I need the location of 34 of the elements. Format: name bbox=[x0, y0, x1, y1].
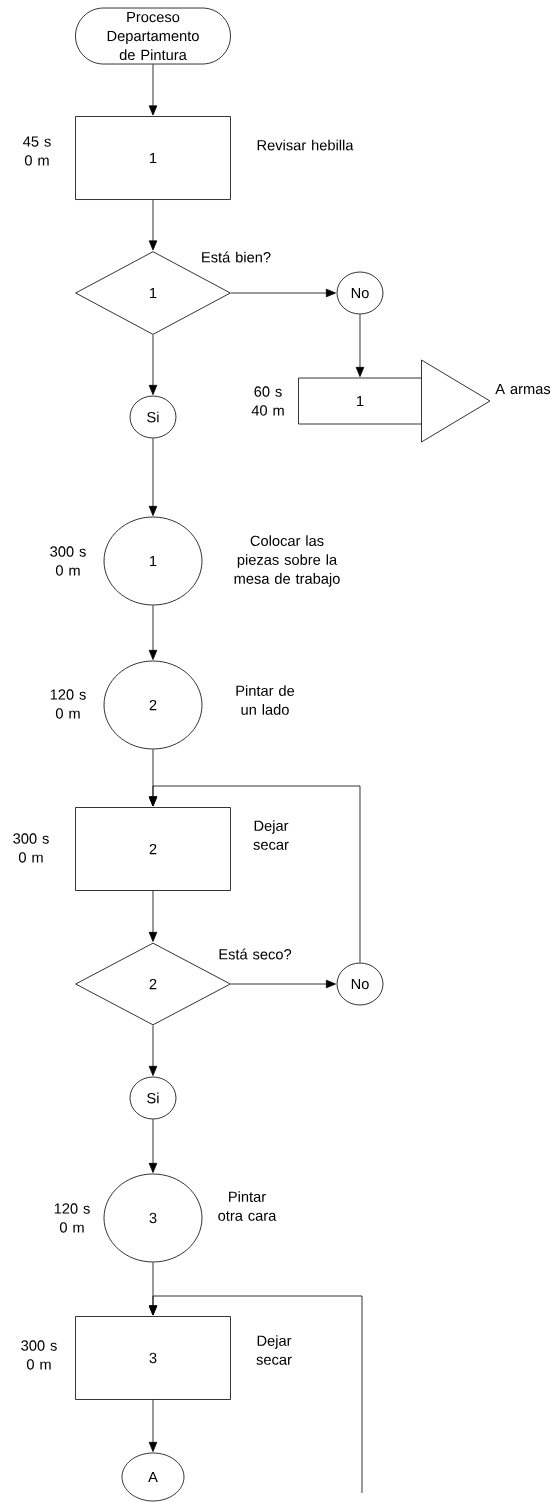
inspection-box: 2 bbox=[75, 807, 231, 891]
time-distance-label: 60 s 40 m bbox=[251, 386, 284, 416]
arrow bbox=[148, 890, 158, 942]
arrow bbox=[230, 288, 336, 298]
question-label: Está seco? bbox=[219, 948, 292, 960]
arrow bbox=[148, 785, 361, 963]
step-description: Colocar las piezas sobre la mesa de trabajo bbox=[234, 535, 340, 587]
arrow bbox=[148, 1295, 363, 1494]
step-description: Revisar hebilla bbox=[257, 139, 354, 151]
arrow bbox=[148, 1119, 158, 1173]
step-description: Pintar de un lado bbox=[236, 685, 295, 715]
time-distance-label: 300 s 0 m bbox=[50, 546, 86, 576]
arrow bbox=[148, 1399, 158, 1452]
step-description: Pintar otra cara bbox=[218, 1191, 277, 1221]
time-distance-label: 120 s 0 m bbox=[50, 689, 86, 719]
inspection-box: 1 bbox=[75, 116, 231, 200]
arrow bbox=[148, 438, 158, 516]
arrow bbox=[148, 605, 158, 660]
arrow bbox=[148, 199, 158, 251]
step-description: A armas bbox=[495, 383, 551, 395]
step-description: Dejar secar bbox=[256, 1335, 292, 1365]
arrow bbox=[148, 334, 158, 395]
time-distance-label: 45 s 0 m bbox=[23, 136, 51, 166]
question-label: Está bien? bbox=[202, 251, 271, 263]
time-distance-label: 120 s 0 m bbox=[54, 1203, 90, 1233]
step-description: Dejar secar bbox=[253, 820, 289, 850]
terminal-box: Proceso Departamento de Pintura bbox=[75, 7, 231, 65]
arrow bbox=[230, 979, 336, 989]
time-distance-label: 300 s 0 m bbox=[13, 833, 49, 863]
inspection-box: 3 bbox=[75, 1316, 231, 1400]
arrow bbox=[148, 64, 158, 116]
time-distance-label: 300 s 0 m bbox=[21, 1340, 57, 1370]
arrow bbox=[355, 314, 365, 377]
arrow bbox=[148, 1025, 158, 1076]
